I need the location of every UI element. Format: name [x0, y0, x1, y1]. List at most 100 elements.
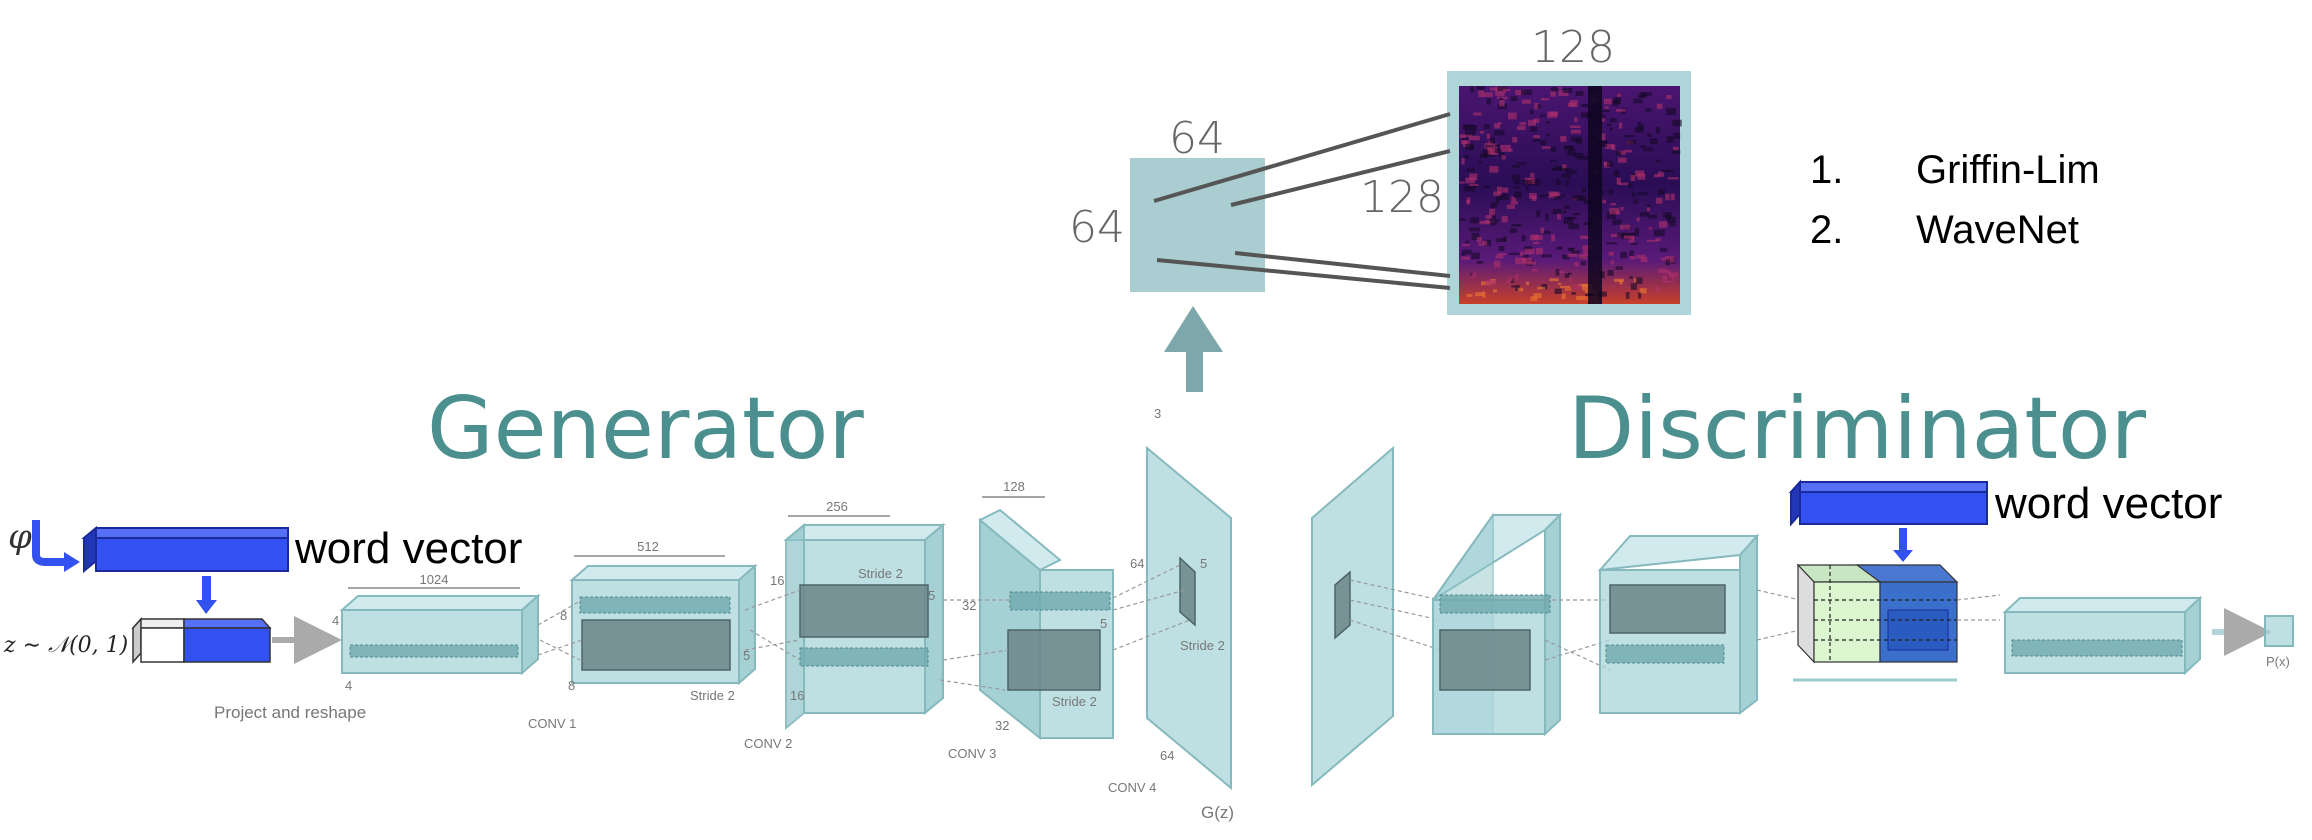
spectrogram-cell: [1533, 118, 1540, 123]
spectrogram-cell: [1611, 233, 1621, 237]
spectrogram-cell: [1614, 278, 1624, 282]
spectrogram-cell: [1522, 179, 1533, 186]
spectrogram-cell: [1667, 170, 1674, 173]
spectrogram-cell: [1668, 272, 1678, 278]
spectrogram-cell: [1615, 151, 1622, 156]
spectrogram-cell: [1525, 186, 1529, 192]
spectrogram-cell: [1629, 276, 1633, 279]
spectrogram-cell: [1656, 103, 1663, 109]
spectrogram-cell: [1574, 262, 1579, 267]
spectrogram-cell: [1545, 121, 1551, 124]
conv4-kernel-label: 5: [1200, 556, 1207, 571]
spectrogram-cell: [1522, 255, 1529, 259]
spectrogram-cell: [1609, 207, 1620, 215]
spectrogram-cell: [1658, 268, 1667, 274]
spectrogram-cell: [1617, 157, 1627, 163]
spectrogram-cell: [1517, 287, 1524, 292]
spectrogram-cell: [1541, 284, 1548, 290]
spectrogram-cell: [1556, 246, 1563, 250]
spectrogram-cell: [1529, 234, 1539, 241]
spectrogram-cell: [1606, 242, 1618, 245]
spectrogram-cell: [1562, 254, 1570, 260]
spectrogram-cell: [1464, 131, 1476, 136]
spectrogram-cell: [1489, 87, 1498, 91]
spectrogram-cell: [1630, 174, 1636, 181]
spectrogram-cell: [1585, 155, 1590, 161]
spectrogram-cell: [1635, 277, 1643, 284]
spectrogram-cell: [1466, 168, 1475, 172]
spectrogram-cell: [1522, 257, 1533, 264]
spectrogram-cell: [1529, 109, 1534, 114]
spectrogram-cell: [1534, 179, 1541, 186]
spectrogram-cell: [1564, 288, 1572, 291]
spectrogram-cell: [1546, 133, 1550, 136]
spectrogram-cell: [1639, 212, 1650, 217]
spectrogram-cell: [1515, 90, 1524, 96]
spectrogram-cell: [1578, 283, 1589, 287]
spectrogram-cell: [1534, 102, 1540, 110]
spectrogram-cell: [1625, 149, 1632, 153]
spectrogram-width-label: 128: [1531, 22, 1615, 73]
spectrogram-cell: [1521, 89, 1532, 96]
spectrogram-cell: [1551, 234, 1555, 242]
spectrogram-cell: [1531, 195, 1537, 201]
spectrogram-cell: [1459, 134, 1466, 139]
spectrogram-cell: [1507, 279, 1512, 284]
spectrogram-cell: [1667, 216, 1676, 223]
spectrogram-cell: [1634, 227, 1640, 233]
spectrogram-cell: [1465, 240, 1470, 243]
spectrogram-cell: [1521, 235, 1526, 242]
conv1-stride-label: Stride 2: [690, 688, 735, 703]
spectrogram-cell: [1599, 114, 1606, 118]
spectrogram-cell: [1625, 292, 1630, 299]
spectrogram-cell: [1630, 283, 1637, 290]
spectrogram-cell: [1629, 250, 1634, 257]
spectrogram-cell: [1545, 213, 1549, 221]
spectrogram-cell: [1639, 288, 1647, 294]
spectrogram-cell: [1513, 180, 1521, 185]
spectrogram-cell: [1671, 149, 1681, 154]
spectrogram-cell: [1541, 230, 1551, 234]
spectrogram-cell: [1576, 295, 1586, 301]
spectrogram-cell: [1602, 199, 1606, 204]
conv2-channels-label: 256: [826, 499, 848, 514]
conv1-kernel-label: 5: [743, 648, 750, 663]
spectrogram-cell: [1615, 266, 1623, 270]
spectrogram-cell: [1509, 228, 1517, 233]
spectrogram-cell: [1568, 272, 1572, 275]
spectrogram-cell: [1524, 246, 1533, 251]
spectrogram-cell: [1532, 268, 1538, 272]
spectrogram-cell: [1624, 135, 1635, 138]
spectrogram-cell: [1655, 160, 1661, 163]
spectrogram-cell: [1611, 99, 1619, 107]
spectrogram-cell: [1465, 143, 1474, 151]
spectrogram-cell: [1482, 92, 1493, 97]
spectrogram-cell: [1502, 187, 1509, 193]
spectrogram-cell: [1606, 161, 1613, 167]
conv2-h-label: 16: [770, 573, 784, 588]
conv1-channels-label: 512: [637, 539, 659, 554]
spectrogram-cell: [1640, 257, 1648, 263]
word-vector-label-generator: word vector: [294, 524, 522, 573]
spectrogram-cell: [1620, 251, 1627, 259]
spectrogram-cell: [1657, 171, 1665, 177]
conv4-w-label: 64: [1160, 748, 1174, 763]
spectrogram-cell: [1461, 253, 1466, 256]
spectrogram-cell: [1598, 133, 1606, 141]
spectrogram-cell: [1672, 146, 1679, 151]
spectrogram-cell: [1551, 87, 1559, 92]
spectrogram-cell: [1580, 235, 1591, 240]
conv2-w-label: 16: [790, 688, 804, 703]
spectrogram-cell: [1665, 259, 1670, 266]
spectrogram-cell: [1665, 256, 1675, 263]
spectrogram-cell: [1649, 138, 1658, 145]
spectrogram-cell: [1516, 162, 1527, 165]
spectrogram-cell: [1493, 260, 1501, 268]
spectrogram-cell: [1663, 212, 1672, 218]
spectrogram-cell: [1610, 203, 1616, 206]
project-reshape-block: [339, 587, 541, 676]
spectrogram-cell: [1512, 164, 1520, 168]
spectrogram-cell: [1606, 212, 1616, 220]
spectrogram-cell: [1465, 177, 1476, 184]
spectrogram-cell: [1659, 247, 1668, 252]
